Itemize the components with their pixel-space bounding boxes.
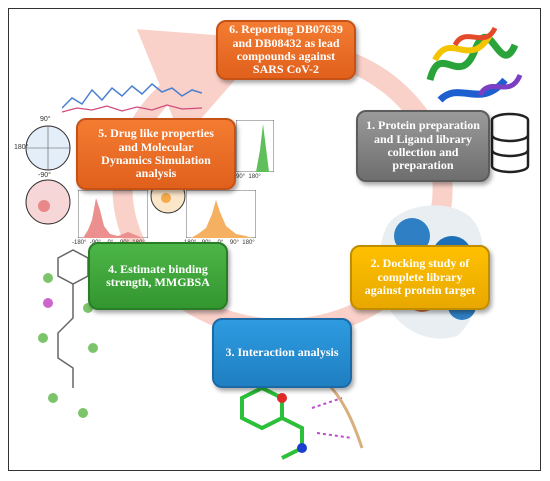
- ramachandran-polar-plots: [25, 125, 71, 225]
- ligand-interaction-illustration: [240, 381, 364, 460]
- step-1-label: 1. Protein preparation and Ligand librar…: [366, 118, 480, 173]
- step-2-box: 2. Docking study of complete library aga…: [350, 245, 490, 310]
- step-3-label: 3. Interaction analysis: [225, 345, 339, 360]
- polar-left-label: 180°: [14, 144, 29, 151]
- polar-bottom-label: -90°: [38, 172, 51, 179]
- polar-top-label: 90°: [40, 116, 51, 123]
- histogram-green-axis: 90° 180°: [236, 174, 261, 180]
- step-2-label: 2. Docking study of complete library aga…: [364, 256, 476, 298]
- dihedral-histogram-red: [78, 190, 148, 238]
- dihedral-histogram-green: [236, 120, 274, 172]
- database-icon: [490, 112, 530, 174]
- step-4-label: 4. Estimate binding strength, MMGBSA: [106, 261, 210, 289]
- step-6-box: 6. Reporting DB07639 and DB08432 as lead…: [216, 20, 356, 80]
- rmsd-trajectory-plot: [62, 82, 202, 113]
- step-6-label: 6. Reporting DB07639 and DB08432 as lead…: [229, 22, 343, 77]
- protein-structure-illustration: [426, 26, 523, 103]
- step-1-box: 1. Protein preparation and Ligand librar…: [356, 110, 490, 182]
- dihedral-histogram-orange: [186, 190, 256, 238]
- step-3-box: 3. Interaction analysis: [212, 318, 352, 388]
- step-5-label: 5. Drug like properties and Molecular Dy…: [98, 126, 214, 181]
- step-5-box: 5. Drug like properties and Molecular Dy…: [76, 118, 236, 190]
- step-4-box: 4. Estimate binding strength, MMGBSA: [88, 242, 228, 310]
